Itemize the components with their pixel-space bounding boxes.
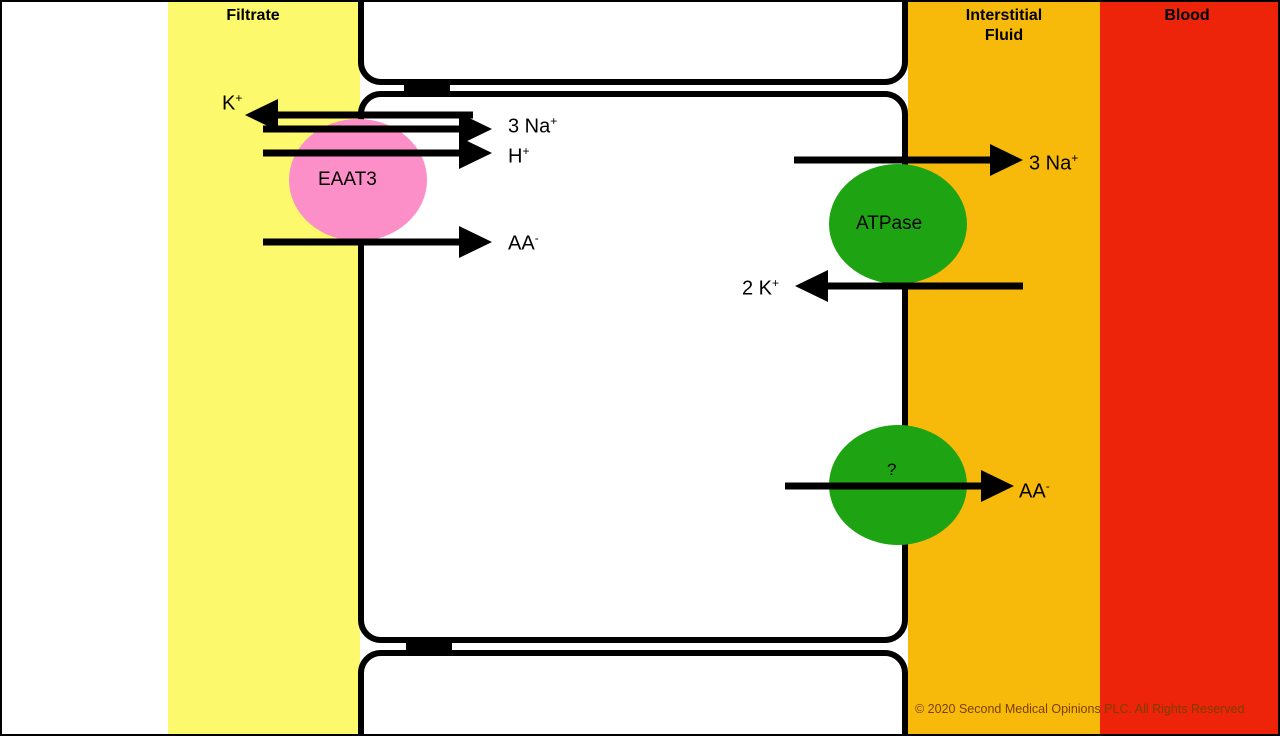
aa-efflux-arrow: [785, 470, 1014, 502]
aa-influx-arrow: [263, 226, 492, 258]
copyright-notice: © 2020 Second Medical Opinions PLC. All …: [915, 702, 1245, 716]
h-influx-symbol: H: [508, 145, 523, 168]
na-efflux-charge: +: [1071, 151, 1079, 165]
h-influx-charge: +: [522, 144, 530, 158]
k-efflux-symbol: K: [222, 92, 236, 115]
eaat3-label: EAAT3: [318, 169, 377, 190]
na-influx-symbol: 3 Na: [508, 115, 551, 138]
aa-influx-symbol: AA: [508, 232, 535, 255]
blood-region: [1100, 0, 1280, 736]
interstitial-label-line1: Interstitial: [965, 7, 1043, 24]
upper-neighbor-cell: [358, 0, 908, 85]
lower-neighbor-cell: [358, 650, 908, 736]
blood-label: Blood: [1164, 7, 1210, 24]
aa-efflux-label: AA-: [1019, 479, 1050, 504]
k-influx-charge: +: [772, 276, 780, 290]
k-influx-symbol: 2 K: [742, 277, 773, 300]
unknown-transporter-label: ?: [887, 460, 897, 479]
aa-efflux-symbol: AA: [1019, 480, 1046, 503]
na-influx-label: 3 Na+: [508, 114, 557, 139]
aa-influx-charge: -: [534, 231, 539, 245]
aa-influx-label: AA-: [508, 231, 539, 256]
k-efflux-label: K+: [222, 91, 242, 116]
filtrate-label: Filtrate: [226, 7, 280, 24]
na-efflux-label: 3 Na+: [1029, 151, 1078, 176]
interstitial-label-line2: Fluid: [984, 27, 1024, 44]
na-influx-arrow: [263, 113, 492, 145]
tight-junction-bottom: [406, 640, 452, 654]
k-influx-label: 2 K+: [742, 276, 779, 301]
h-influx-label: H+: [508, 144, 529, 169]
aa-efflux-charge: -: [1045, 479, 1050, 493]
h-influx-arrow: [263, 137, 492, 169]
atpase-pump: [829, 164, 967, 284]
k-influx-arrow: [795, 270, 1023, 302]
interstitial-region: [908, 0, 1100, 736]
atpase-label: ATPase: [856, 213, 923, 234]
k-efflux-charge: +: [235, 91, 243, 105]
na-efflux-arrow: [794, 144, 1023, 176]
na-influx-charge: +: [550, 114, 558, 128]
interstitial-fluid-label: Interstitial Fluid: [934, 6, 1074, 46]
main-cell: [358, 91, 908, 643]
tight-junction-top: [404, 82, 450, 96]
na-efflux-symbol: 3 Na: [1029, 152, 1072, 175]
k-efflux-arrow: [245, 99, 473, 131]
